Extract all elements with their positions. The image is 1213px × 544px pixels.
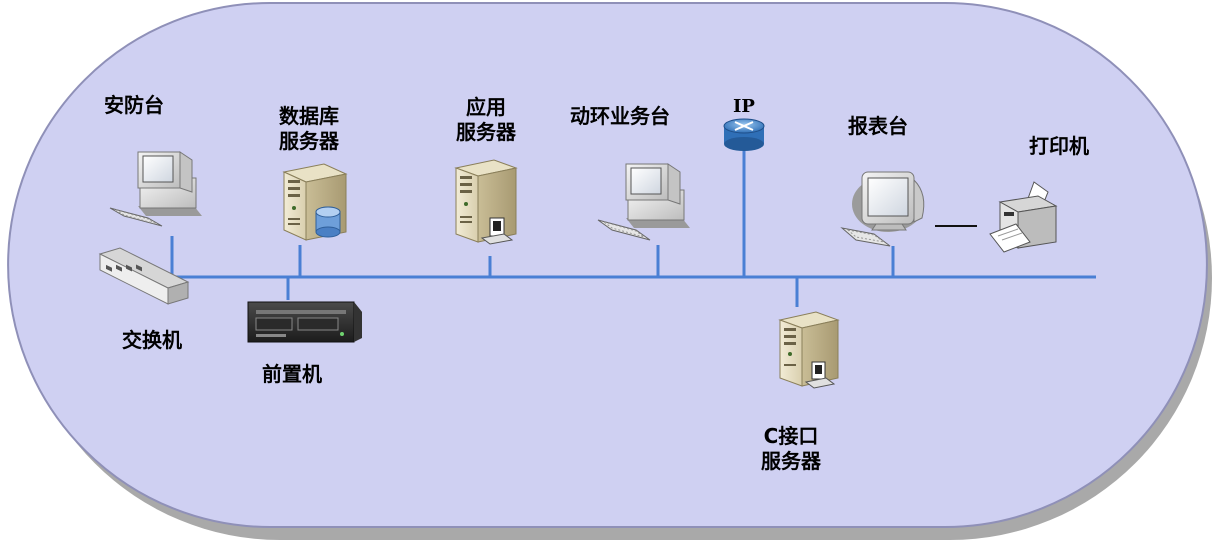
label-ip-router: IP bbox=[733, 96, 755, 117]
router-icon bbox=[723, 118, 765, 151]
crt-monitor-computer-icon bbox=[840, 171, 925, 247]
label-report-desk: 报表台 bbox=[848, 114, 908, 138]
label-c-interface-server-line2: 服务器 bbox=[761, 449, 821, 473]
network-switch-icon bbox=[98, 247, 190, 305]
label-app-server-line2: 服务器 bbox=[456, 120, 516, 144]
label-switch: 交换机 bbox=[122, 328, 182, 352]
label-database-server-line2: 服务器 bbox=[279, 129, 339, 153]
desktop-computer-icon bbox=[109, 151, 202, 227]
label-printer: 打印机 bbox=[1029, 134, 1089, 158]
tower-server-icon bbox=[778, 311, 840, 389]
label-database-server-line1: 数据库 bbox=[279, 104, 339, 128]
desktop-computer-icon bbox=[597, 163, 690, 241]
tower-server-icon bbox=[454, 159, 518, 245]
label-app-server-line1: 应用 bbox=[466, 95, 506, 119]
printer-icon bbox=[989, 181, 1058, 253]
label-c-interface-server-line1: C接口 bbox=[763, 424, 819, 448]
label-database-server: 数据库 服务器 bbox=[279, 104, 339, 154]
label-c-interface-server: C接口 服务器 bbox=[761, 424, 821, 474]
label-security-desk: 安防台 bbox=[104, 93, 164, 117]
label-front-end: 前置机 bbox=[262, 362, 322, 386]
database-server-icon bbox=[282, 163, 348, 241]
label-env-desk: 动环业务台 bbox=[570, 104, 670, 128]
rack-server-icon bbox=[247, 301, 362, 343]
network-lines bbox=[152, 145, 1096, 307]
background-stadium bbox=[7, 1, 1208, 528]
label-app-server: 应用 服务器 bbox=[456, 95, 516, 145]
